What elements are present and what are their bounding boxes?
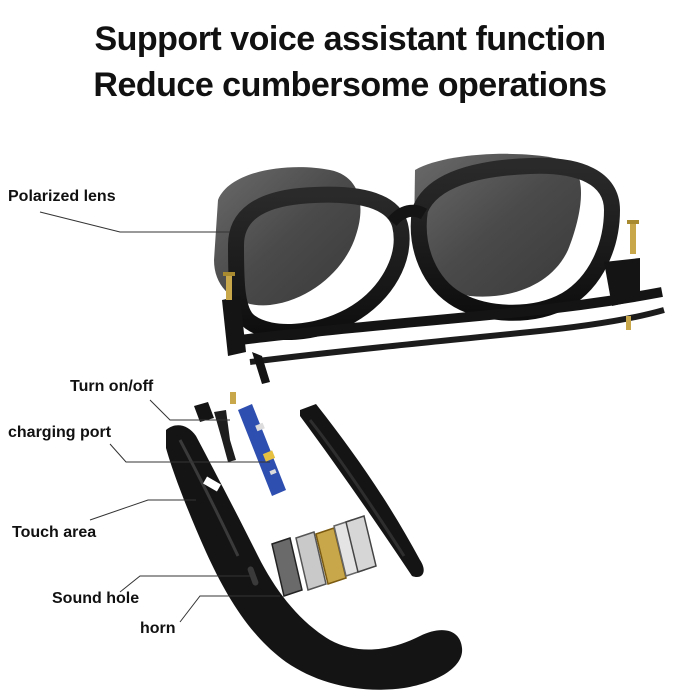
label-polarized-lens: Polarized lens: [8, 188, 116, 205]
temple-arm-highlight: [178, 439, 240, 557]
speaker-layer-2: [295, 531, 327, 591]
strip-end-left: [252, 352, 270, 384]
charging-port-slot: [203, 476, 221, 492]
label-turn-on-off: Turn on/off: [70, 378, 154, 395]
right-rim: [410, 157, 621, 321]
lower-rim-strip-inner: [249, 307, 665, 365]
screw-icon-right: [627, 220, 639, 254]
left-hinge-block: [222, 296, 246, 356]
bridge: [387, 204, 428, 227]
temple-arm-body: [166, 425, 463, 690]
screw-icon-small: [626, 316, 631, 330]
label-sound-hole: Sound hole: [52, 590, 140, 607]
label-charging-port: charging port: [8, 424, 112, 441]
leader-line-turn-on-off: [149, 399, 230, 421]
leader-line-sound-hole: [119, 575, 250, 593]
lower-rim-strip: [239, 287, 663, 345]
temple-inner-cover: [300, 404, 424, 578]
speaker-layer-5: [345, 515, 377, 573]
sound-hole: [247, 566, 259, 586]
leader-line-polarized-lens: [39, 211, 230, 233]
headline-line-1: Support voice assistant function: [94, 20, 606, 58]
speaker-layer-3: [315, 527, 347, 585]
speaker-layer-1: [271, 537, 303, 597]
right-lens-outer-shape: [414, 153, 582, 297]
left-rim: [227, 186, 410, 340]
leader-lines: [39, 211, 280, 623]
switch-components: [194, 392, 236, 462]
headline-line-2: Reduce cumbersome operations: [93, 66, 607, 104]
label-horn: horn: [140, 620, 176, 637]
label-touch-area: Touch area: [12, 524, 97, 541]
leader-line-charging-port: [109, 443, 270, 463]
temple-arm: [166, 425, 463, 690]
circuit-board: [238, 404, 286, 496]
speaker-module: [271, 515, 377, 597]
leader-line-touch-area: [89, 499, 196, 521]
screw-icon-left: [223, 272, 235, 300]
glasses-front-frame: [214, 153, 665, 384]
leader-line-horn: [179, 595, 280, 623]
